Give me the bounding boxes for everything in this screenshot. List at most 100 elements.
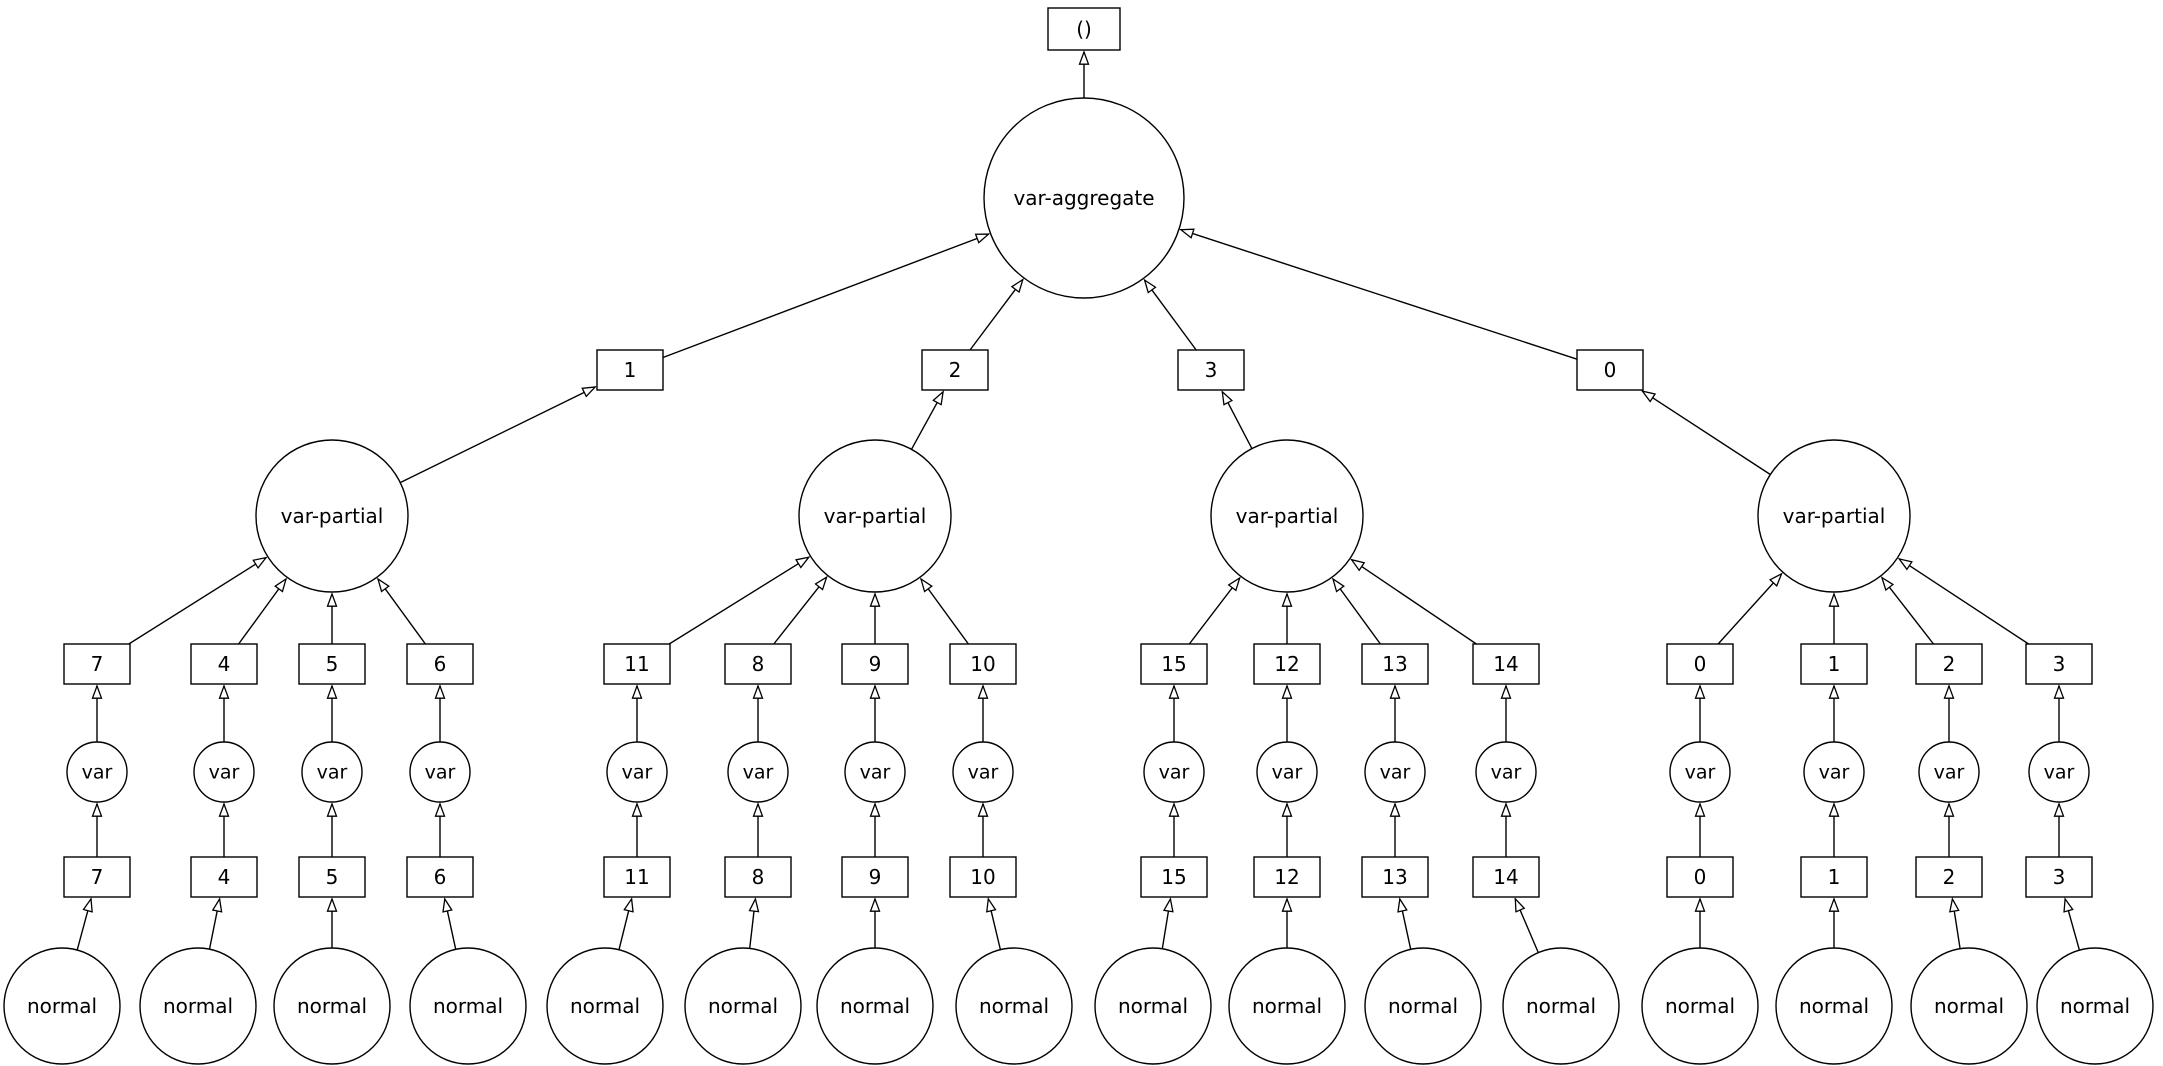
node-nm11-normal: normal: [546, 947, 664, 1065]
node-label: var: [1380, 762, 1411, 784]
box-shape: [1915, 643, 1983, 685]
edge-ub13-to-p3: [1331, 577, 1381, 645]
node-ub14-14: 14: [1472, 643, 1540, 685]
node-label: var: [2044, 762, 2075, 784]
node-label: var: [968, 762, 999, 784]
circle-shape: [727, 741, 789, 803]
circle-shape: [1228, 947, 1346, 1065]
edge-nm15-to-lb15: [1161, 897, 1174, 949]
box-shape: [949, 643, 1017, 685]
node-ub15-15: 15: [1140, 643, 1208, 685]
circle-shape: [1669, 741, 1731, 803]
edge-ub8-to-p2: [773, 575, 828, 645]
node-label: 8: [752, 865, 765, 889]
box-shape: [1361, 643, 1429, 685]
box-shape: [841, 643, 909, 685]
circle-shape: [844, 741, 906, 803]
node-label: normal: [1252, 994, 1322, 1018]
node-v9-var: var: [844, 741, 906, 803]
circle-shape: [1475, 741, 1537, 803]
edge-b1-to-agg: [662, 233, 991, 359]
node-label: normal: [27, 994, 97, 1018]
edge-p1-to-b1: [399, 386, 597, 484]
node-label: normal: [570, 994, 640, 1018]
node-v12-var: var: [1256, 741, 1318, 803]
node-ub10-10: 10: [949, 643, 1017, 685]
edge-ub15-to-p3: [1188, 576, 1241, 645]
node-b0-0: 0: [1576, 349, 1644, 391]
box-shape: [190, 643, 258, 685]
node-label: var: [1491, 762, 1522, 784]
node-v13-var: var: [1364, 741, 1426, 803]
node-ub2-2: 2: [1915, 643, 1983, 685]
circle-shape: [952, 741, 1014, 803]
box-shape: [190, 856, 258, 898]
node-b2-2: 2: [921, 349, 989, 391]
node-label: var: [1685, 762, 1716, 784]
circle-shape: [2036, 947, 2154, 1065]
node-agg-varaggregate: var-aggregate: [983, 97, 1185, 299]
circle-shape: [1364, 947, 1482, 1065]
box-shape: [921, 349, 989, 391]
node-ub7-7: 7: [63, 643, 131, 685]
node-label: (): [1076, 17, 1092, 41]
node-label: 11: [624, 652, 649, 676]
node-v1-var: var: [1803, 741, 1865, 803]
node-nm13-normal: normal: [1364, 947, 1482, 1065]
node-lb5-5: 5: [298, 856, 366, 898]
circle-shape: [1910, 947, 2028, 1065]
node-ub1-1: 1: [1800, 643, 1868, 685]
box-shape: [1253, 856, 1321, 898]
circle-shape: [139, 947, 257, 1065]
node-v5-var: var: [301, 741, 363, 803]
node-label: 8: [752, 652, 765, 676]
node-nm10-normal: normal: [955, 947, 1073, 1065]
node-label: 9: [869, 865, 882, 889]
node-label: 10: [970, 652, 995, 676]
node-v0-var: var: [1669, 741, 1731, 803]
node-v7-var: var: [66, 741, 128, 803]
edge-nm13-to-lb13: [1397, 897, 1412, 950]
node-label: 7: [91, 652, 104, 676]
edge-nm8-to-lb8: [748, 897, 760, 949]
node-v10-var: var: [952, 741, 1014, 803]
circle-shape: [1757, 439, 1911, 593]
node-nm1-normal: normal: [1775, 947, 1893, 1065]
circle-shape: [983, 97, 1185, 299]
node-ub4-4: 4: [190, 643, 258, 685]
node-nm0-normal: normal: [1641, 947, 1759, 1065]
node-ub13-13: 13: [1361, 643, 1429, 685]
node-label: 2: [1943, 865, 1956, 889]
node-lb14-14: 14: [1472, 856, 1540, 898]
box-shape: [1472, 856, 1540, 898]
edge-p3-to-b3: [1221, 390, 1253, 449]
node-label: normal: [2060, 994, 2130, 1018]
node-nm6-normal: normal: [409, 947, 527, 1065]
node-label: normal: [1934, 994, 2004, 1018]
node-label: 6: [434, 865, 447, 889]
box-shape: [596, 349, 664, 391]
box-shape: [841, 856, 909, 898]
node-p2-varpartial: var-partial: [798, 439, 952, 593]
edge-nm11-to-lb11: [618, 897, 634, 950]
node-lb11-11: 11: [603, 856, 671, 898]
edge-nm4-to-lb4: [208, 897, 223, 950]
node-lb7-7: 7: [63, 856, 131, 898]
circle-shape: [193, 741, 255, 803]
edge-ub14-to-p3: [1350, 558, 1477, 645]
node-label: 6: [434, 652, 447, 676]
node-label: 0: [1694, 865, 1707, 889]
box-shape: [949, 856, 1017, 898]
node-p1-varpartial: var-partial: [255, 439, 409, 593]
node-label: normal: [297, 994, 367, 1018]
box-shape: [63, 643, 131, 685]
node-label: 1: [1828, 865, 1841, 889]
box-shape: [63, 856, 131, 898]
edge-nm10-to-lb10: [985, 897, 1002, 950]
circle-shape: [1918, 741, 1980, 803]
node-label: 0: [1604, 358, 1617, 382]
circle-shape: [273, 947, 391, 1065]
node-ub6-6: 6: [406, 643, 474, 685]
edge-ub6-to-p1: [376, 577, 426, 645]
